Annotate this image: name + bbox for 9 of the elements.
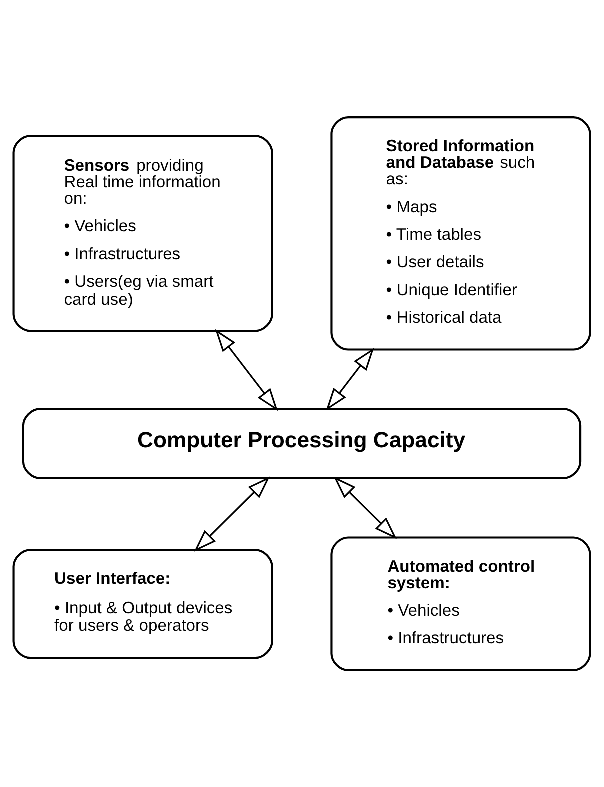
node-box: User Interface: • Input & Output devices for users & operators	[12, 548, 274, 659]
arrow	[215, 328, 278, 411]
node-box: Computer Processing Capacity	[22, 408, 582, 479]
node-box: Automated control system: • Vehicles • Infrastructures	[330, 536, 592, 671]
arrow	[326, 348, 374, 410]
arrow	[334, 476, 397, 539]
node-box: Sensors providing Real time information on: • Vehicles • Infrastructures • Users(eg via smart card use)	[12, 134, 274, 332]
arrow	[194, 476, 270, 552]
node-box: Stored Information and Database such as: • Maps • Time tables • User details • Unique Identifier • Historical data	[330, 116, 592, 350]
